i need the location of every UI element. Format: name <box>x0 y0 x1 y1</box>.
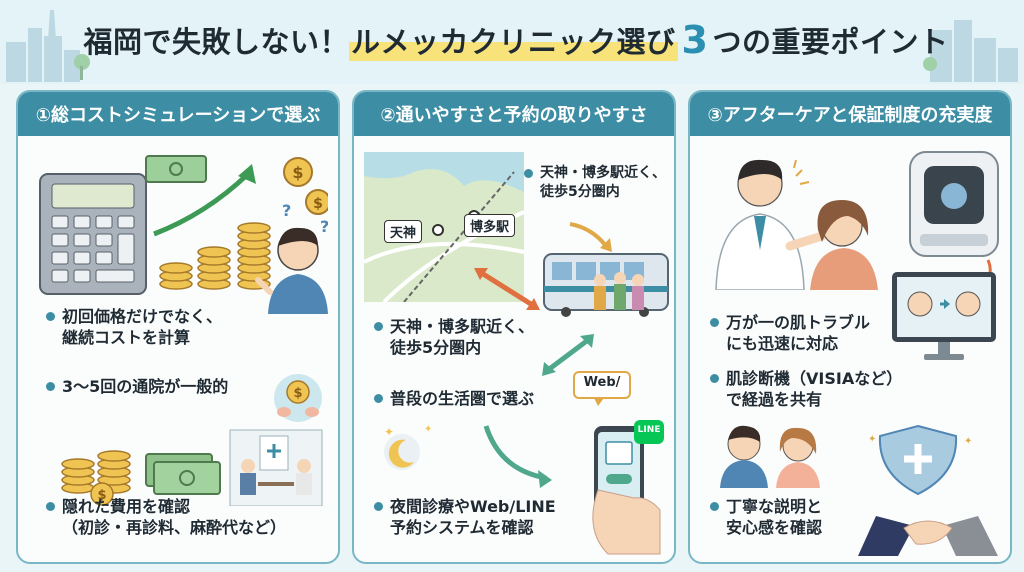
thinking-person-icon <box>255 227 328 314</box>
caption-text: 天神・博多駅近く、 <box>540 165 666 181</box>
hand-icon <box>592 489 661 555</box>
bullet-text: 隠れた費用を確認 <box>62 497 191 516</box>
dollar-coin-icon <box>90 482 114 506</box>
card-1-bullet-1: 初回価格だけでなく、 継続コストを計算 <box>46 306 223 348</box>
train-illustration <box>474 222 669 317</box>
card-accessibility: ②通いやすさと予約の取りやすさ 天神 博多駅 天神・博多駅近く、 徒歩5分圏内 <box>352 90 676 564</box>
doctor-icon <box>715 159 827 290</box>
caption-text: 徒歩5分圏内 <box>540 184 620 200</box>
svg-text:$: $ <box>292 163 303 182</box>
calendar-icon <box>605 441 633 465</box>
tenjin-marker <box>432 224 444 236</box>
svg-text:?: ? <box>320 217 328 236</box>
card-3-bullet-3: 丁寧な説明と 安心感を確認 <box>710 496 823 538</box>
title-part1: 福岡で失敗しない！ <box>83 25 350 59</box>
star-icon: ✦ <box>384 425 394 439</box>
monitor-compare-icon <box>892 272 996 360</box>
banknote-stack-icon <box>145 453 221 495</box>
bullet-text: 肌診断機（VISIAなど） <box>726 369 903 388</box>
card-1-bullet-3: 隠れた費用を確認 （初診・再診料、麻酔代など） <box>46 496 287 538</box>
svg-text:?: ? <box>282 201 291 220</box>
line-app-icon <box>634 420 664 444</box>
svg-text:✦: ✦ <box>868 434 876 445</box>
commuters-icon <box>594 272 644 310</box>
svg-text:$: $ <box>293 386 302 401</box>
title-highlight: ルメッカクリニック選び <box>349 19 678 61</box>
bullet-text: 徒歩5分圏内 <box>390 338 482 357</box>
bullet-text: 夜間診療やWeb/LINE <box>390 497 556 516</box>
couple-icon <box>720 425 820 488</box>
header-banner: 福岡で失敗しない！ ルメッカクリニック選び 3 つの重要ポイント <box>0 0 1024 84</box>
svg-text:$: $ <box>313 196 323 212</box>
tenjin-label: 天神 <box>384 220 423 243</box>
reserve-button-icon <box>606 474 632 484</box>
money-hands-icon: $ <box>274 374 322 422</box>
patient-icon <box>810 200 878 290</box>
svg-text:✦: ✦ <box>964 436 972 447</box>
card-3-bullet-2: 肌診断機（VISIAなど） で経過を共有 <box>710 368 903 410</box>
title-part2: つの重要ポイント <box>712 25 949 59</box>
card-3-heading: ③アフターケアと保証制度の充実度 <box>690 92 1010 136</box>
double-arrow-icon <box>542 334 594 376</box>
skin-analyzer-device-icon <box>909 151 999 257</box>
reassurance-illustration: ✦ ✦ <box>720 424 998 556</box>
bullet-text: 予約システムを確認 <box>390 518 534 537</box>
title-number: 3 <box>681 18 709 62</box>
moon-icon <box>388 439 414 468</box>
curve-arrow-icon <box>483 425 547 481</box>
card-1-bullet-2: 3〜5回の通院が一般的 <box>46 376 229 397</box>
card-total-cost: ①総コストシミュレーションで選ぶ <box>16 90 340 564</box>
web-label: Web/ <box>583 375 621 390</box>
bullet-text: 継続コストを計算 <box>62 328 191 347</box>
bullet-text: 万が一の肌トラブル <box>726 313 871 332</box>
growth-arrow-icon <box>238 164 256 184</box>
smartphone-illustration <box>573 371 664 555</box>
map-caption: 天神・博多駅近く、 徒歩5分圏内 <box>524 164 666 202</box>
dollar-coin-icon: $ $ <box>283 157 328 215</box>
night-curve-illustration: ✦ ✦ <box>384 424 552 488</box>
card-1-heading: ①総コストシミュレーションで選ぶ <box>18 92 338 136</box>
consultation-room-icon <box>229 429 323 506</box>
card-2-heading: ②通いやすさと予約の取りやすさ <box>354 92 674 136</box>
bullet-text: にも迅速に対応 <box>726 334 839 353</box>
bullet-text: 初回価格だけでなく、 <box>62 307 223 326</box>
doctor-consultation-illustration <box>715 151 999 290</box>
hidden-cost-illustration: $ <box>61 429 323 506</box>
card-2-bullet-2: 普段の生活圏で選ぶ <box>374 388 535 409</box>
double-arrow-icon <box>474 268 488 280</box>
card-2-bullet-3: 夜間診療やWeb/LINE 予約システムを確認 <box>374 496 556 538</box>
bullet-text: 普段の生活圏で選ぶ <box>390 389 535 408</box>
bullet-text: で経過を共有 <box>726 390 823 409</box>
bullet-text: 3〜5回の通院が一般的 <box>62 377 229 396</box>
card-aftercare: ③アフターケアと保証制度の充実度 <box>688 90 1012 564</box>
card-3-bullet-1: 万が一の肌トラブル にも迅速に対応 <box>710 312 871 354</box>
handshake-icon <box>858 516 998 556</box>
cost-illustration: $ $ ? ? <box>39 155 328 314</box>
star-icon: ✦ <box>424 424 432 435</box>
calculator-icon <box>39 173 147 295</box>
svg-text:$: $ <box>97 488 106 503</box>
city-skyline-illustration <box>6 10 1018 82</box>
banknote-icon <box>145 155 207 183</box>
line-label: LINE <box>637 425 661 435</box>
bullet-text: 天神・博多駅近く、 <box>390 317 535 336</box>
coin-stack-icon <box>159 222 271 290</box>
card-2-bullet-1: 天神・博多駅近く、 徒歩5分圏内 <box>374 316 535 358</box>
bullet-text: 安心感を確認 <box>726 518 823 537</box>
page-title: 福岡で失敗しない！ ルメッカクリニック選び 3 つの重要ポイント <box>84 14 948 66</box>
bullet-text: 丁寧な説明と <box>726 497 823 516</box>
hakata-label: 博多駅 <box>464 214 516 237</box>
bullet-text: （初診・再診料、麻酔代など） <box>62 518 287 537</box>
shield-cross-icon <box>878 424 958 496</box>
